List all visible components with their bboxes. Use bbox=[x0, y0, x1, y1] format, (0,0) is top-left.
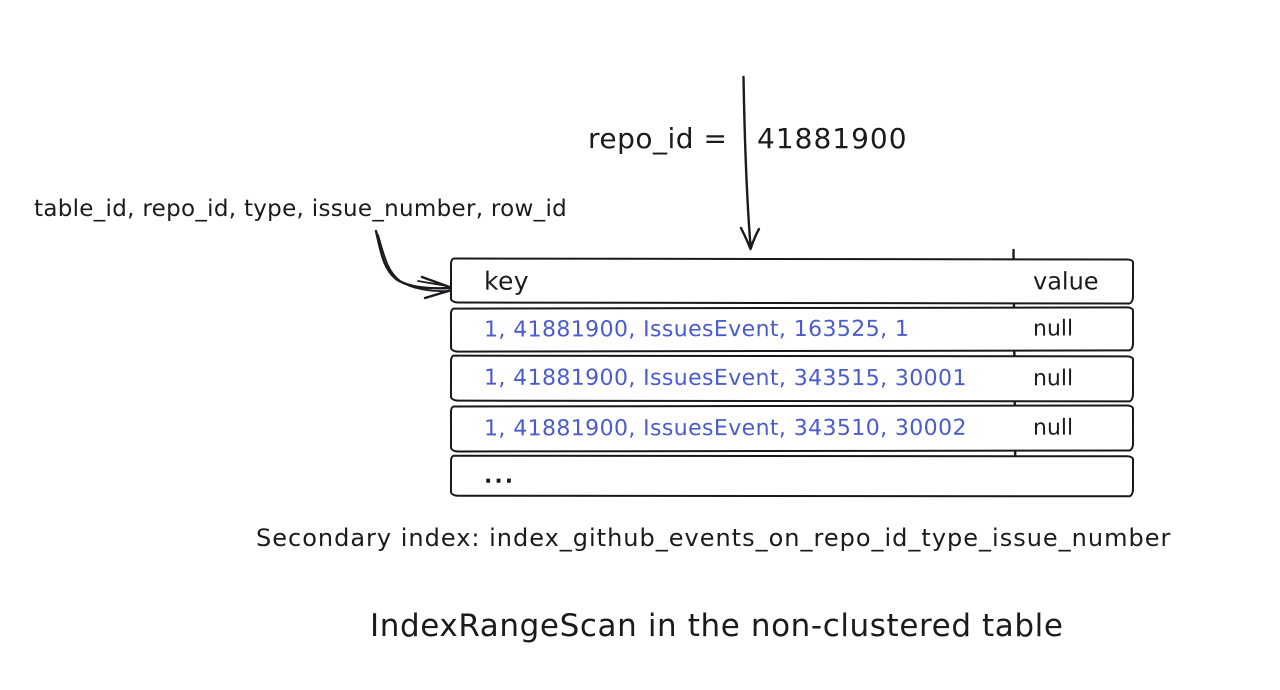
index-table: key value 1, 41881900, IssuesEvent, 1635… bbox=[449, 257, 1135, 500]
value-cell: null bbox=[1032, 366, 1074, 392]
curved-arrow-icon bbox=[374, 229, 457, 300]
value-column-header: value bbox=[1032, 267, 1099, 296]
table-row: 1, 41881900, IssuesEvent, 343515, 30001 … bbox=[449, 354, 1135, 403]
filter-label-rhs: 41881900 bbox=[757, 122, 908, 155]
value-cell: null bbox=[1032, 415, 1074, 441]
table-row: 1, 41881900, IssuesEvent, 343510, 30002 … bbox=[449, 404, 1135, 453]
value-cell: null bbox=[1032, 316, 1074, 342]
key-cell: 1, 41881900, IssuesEvent, 343510, 30002 bbox=[483, 415, 967, 442]
key-cell: 1, 41881900, IssuesEvent, 163525, 1 bbox=[483, 316, 910, 343]
table-row: ... bbox=[449, 454, 1135, 498]
key-column-header: key bbox=[483, 266, 529, 296]
key-cell: ... bbox=[483, 463, 516, 489]
table-header-row: key value bbox=[449, 257, 1135, 305]
table-row: 1, 41881900, IssuesEvent, 163525, 1 null bbox=[449, 306, 1135, 353]
index-columns-label: table_id, repo_id, type, issue_number, r… bbox=[34, 196, 568, 222]
diagram-title: IndexRangeScan in the non-clustered tabl… bbox=[370, 608, 1064, 644]
filter-label-lhs: repo_id = bbox=[588, 122, 728, 155]
key-cell: 1, 41881900, IssuesEvent, 343515, 30001 bbox=[483, 365, 967, 392]
down-arrow-icon bbox=[739, 75, 761, 251]
secondary-index-caption: Secondary index: index_github_events_on_… bbox=[256, 524, 1172, 552]
